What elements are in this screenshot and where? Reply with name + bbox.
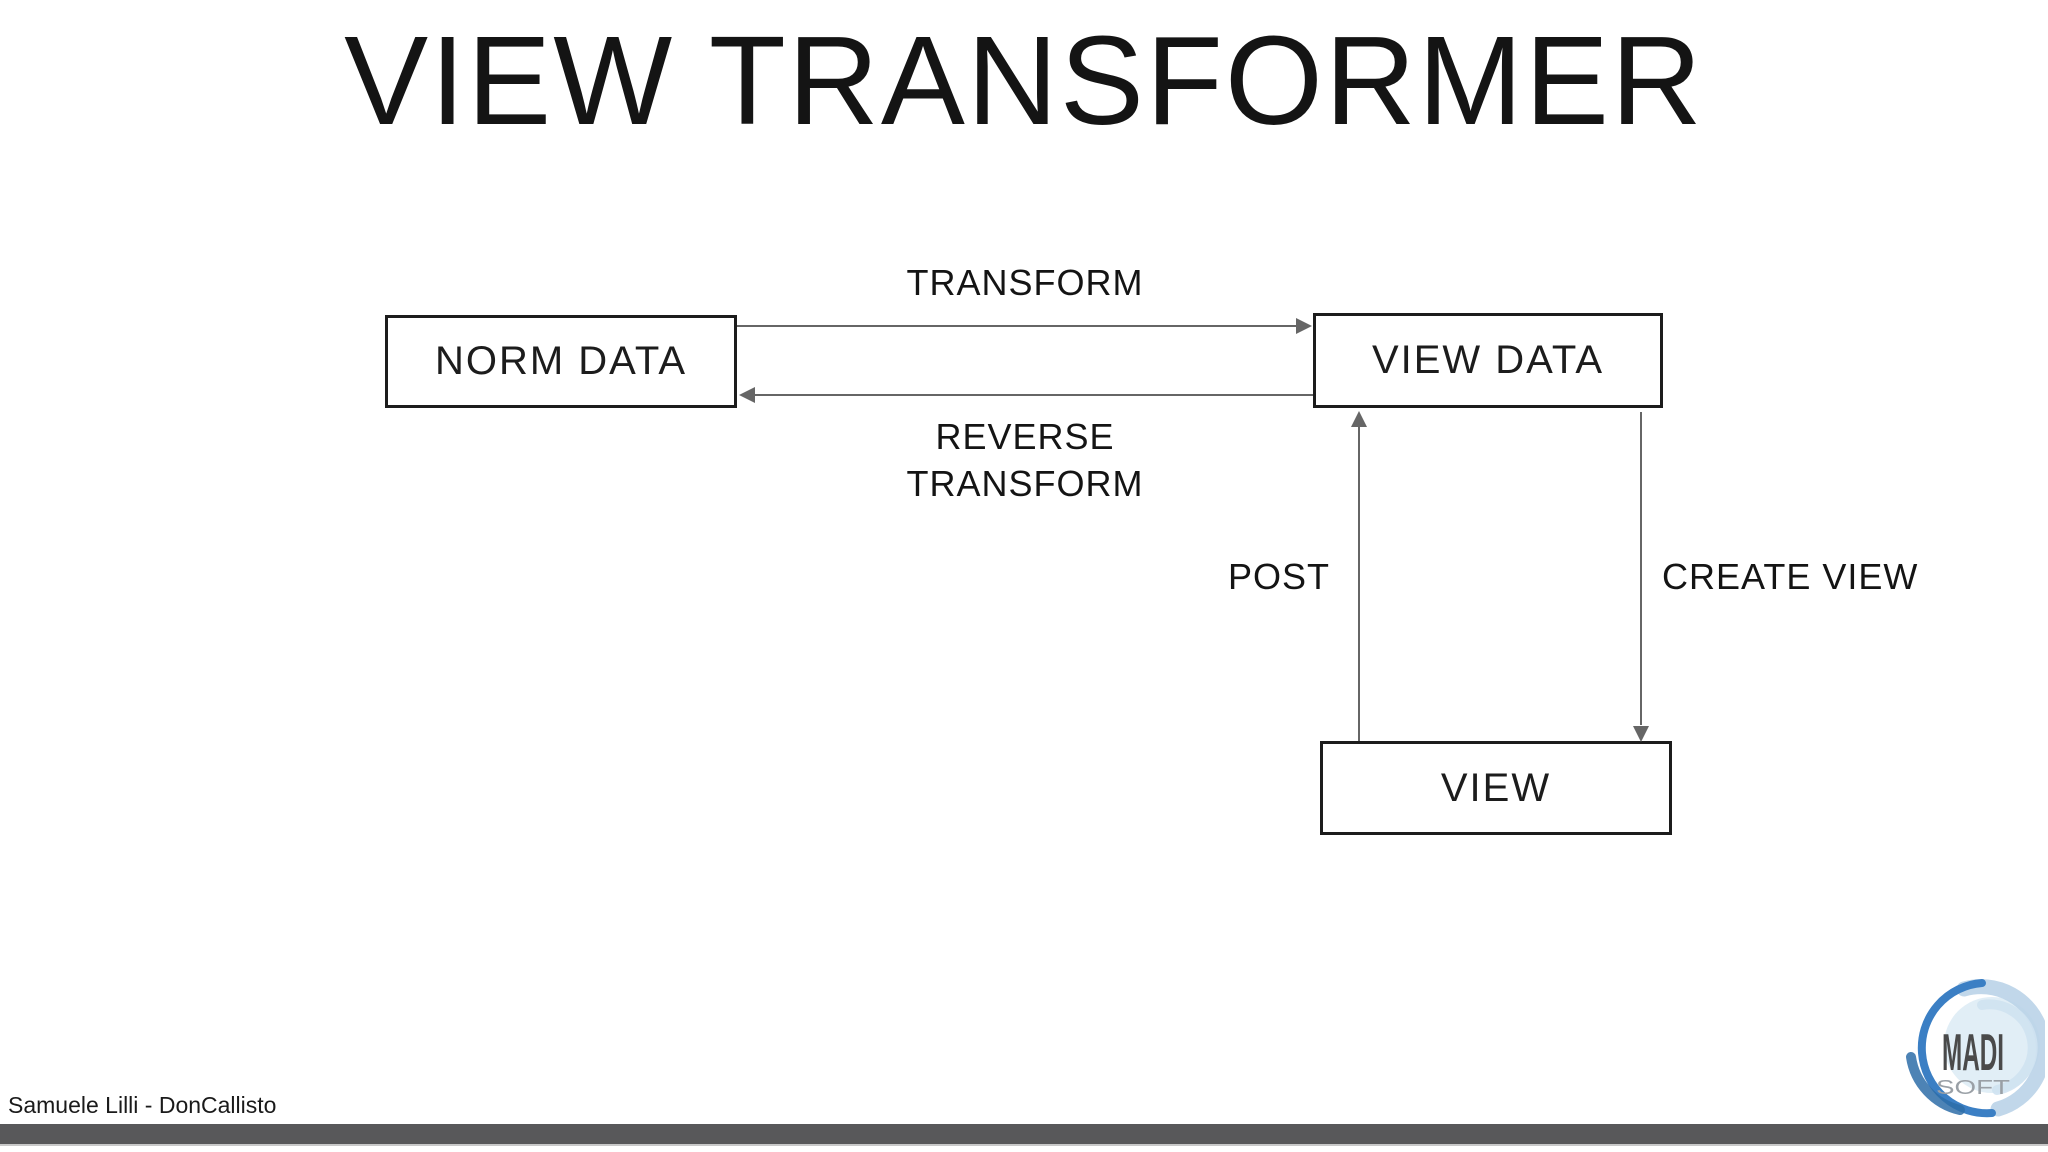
- edge-label-post: POST: [1227, 556, 1330, 597]
- arrow-reverse-transform-head-icon: [739, 387, 755, 403]
- edge-label-create-view: CREATE VIEW: [1662, 556, 1919, 597]
- arrow-post-head-icon: [1351, 411, 1367, 427]
- logo-inner-swirl: [1977, 999, 2038, 1095]
- edge-label-transform: TRANSFORM: [906, 262, 1144, 303]
- madisoft-logo-icon: MADI SOFT: [1906, 979, 2045, 1118]
- arrow-reverse-transform-line: [753, 394, 1313, 396]
- node-view-data-label: VIEW DATA: [1371, 338, 1605, 382]
- node-norm-data-label: NORM DATA: [434, 339, 688, 383]
- edge-label-reverse-transform: REVERSE TRANSFORM: [725, 413, 1325, 507]
- logo-wash-circle: [1944, 997, 2040, 1093]
- logo-text-madi: MADI: [1942, 1024, 2004, 1082]
- author-credit: Samuele Lilli - DonCallisto: [8, 1092, 277, 1118]
- logo-light-swirl: [1956, 979, 2045, 1117]
- arrow-post-line: [1358, 426, 1360, 741]
- arrow-transform-line: [737, 325, 1297, 327]
- logo-blue-arc-accent: [1906, 1052, 1965, 1115]
- node-norm-data: NORM DATA: [385, 315, 737, 408]
- edge-label-reverse-line2: TRANSFORM: [906, 463, 1144, 504]
- page-title: VIEW TRANSFORMER: [344, 10, 1704, 151]
- edge-label-reverse-line1: REVERSE: [935, 416, 1115, 457]
- node-view: VIEW: [1320, 741, 1672, 835]
- footer-bar: [0, 1124, 2048, 1146]
- arrow-create-view-head-icon: [1633, 726, 1649, 742]
- node-view-label: VIEW: [1440, 765, 1552, 810]
- node-view-data: VIEW DATA: [1313, 313, 1663, 408]
- logo-text-soft: SOFT: [1936, 1077, 2010, 1099]
- arrow-create-view-line: [1640, 412, 1642, 725]
- arrow-transform-head-icon: [1296, 318, 1312, 334]
- madisoft-logo: MADI SOFT: [1902, 975, 2045, 1123]
